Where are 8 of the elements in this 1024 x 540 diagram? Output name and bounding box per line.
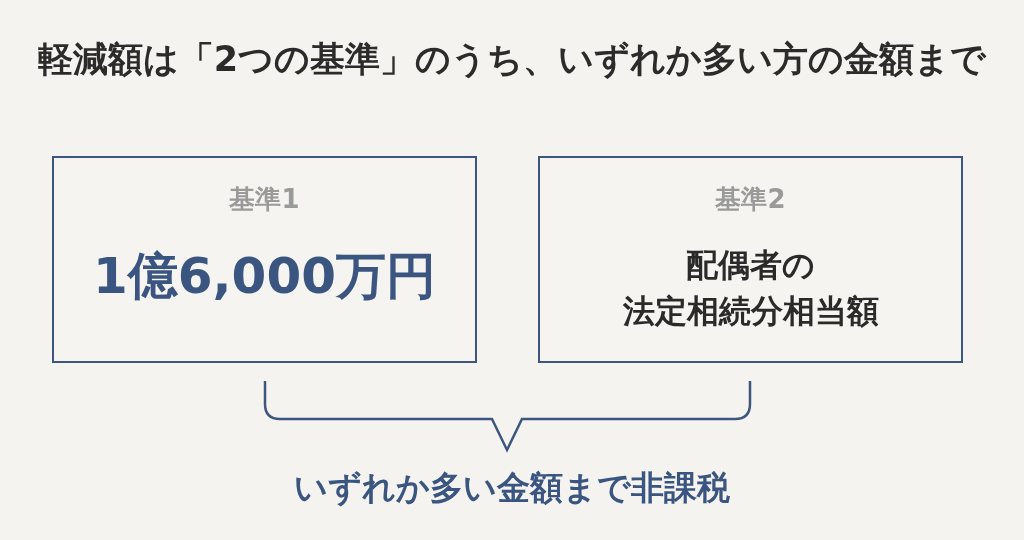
outlined-box bbox=[52, 156, 477, 363]
amount-text: 1億6,000万円 bbox=[92, 246, 437, 306]
criterion-text: 配偶者の法定相続分相当額 bbox=[621, 245, 880, 332]
box-heading: 基準2 bbox=[714, 184, 787, 216]
box-heading: 基準1 bbox=[228, 184, 301, 216]
diagram-title: 軽減額は「2つの基準」のうち、いずれか多い方の金額まで bbox=[36, 38, 988, 80]
summary-text: いずれか多い金額まで非課税 bbox=[293, 468, 731, 508]
outlined-box bbox=[538, 156, 963, 363]
